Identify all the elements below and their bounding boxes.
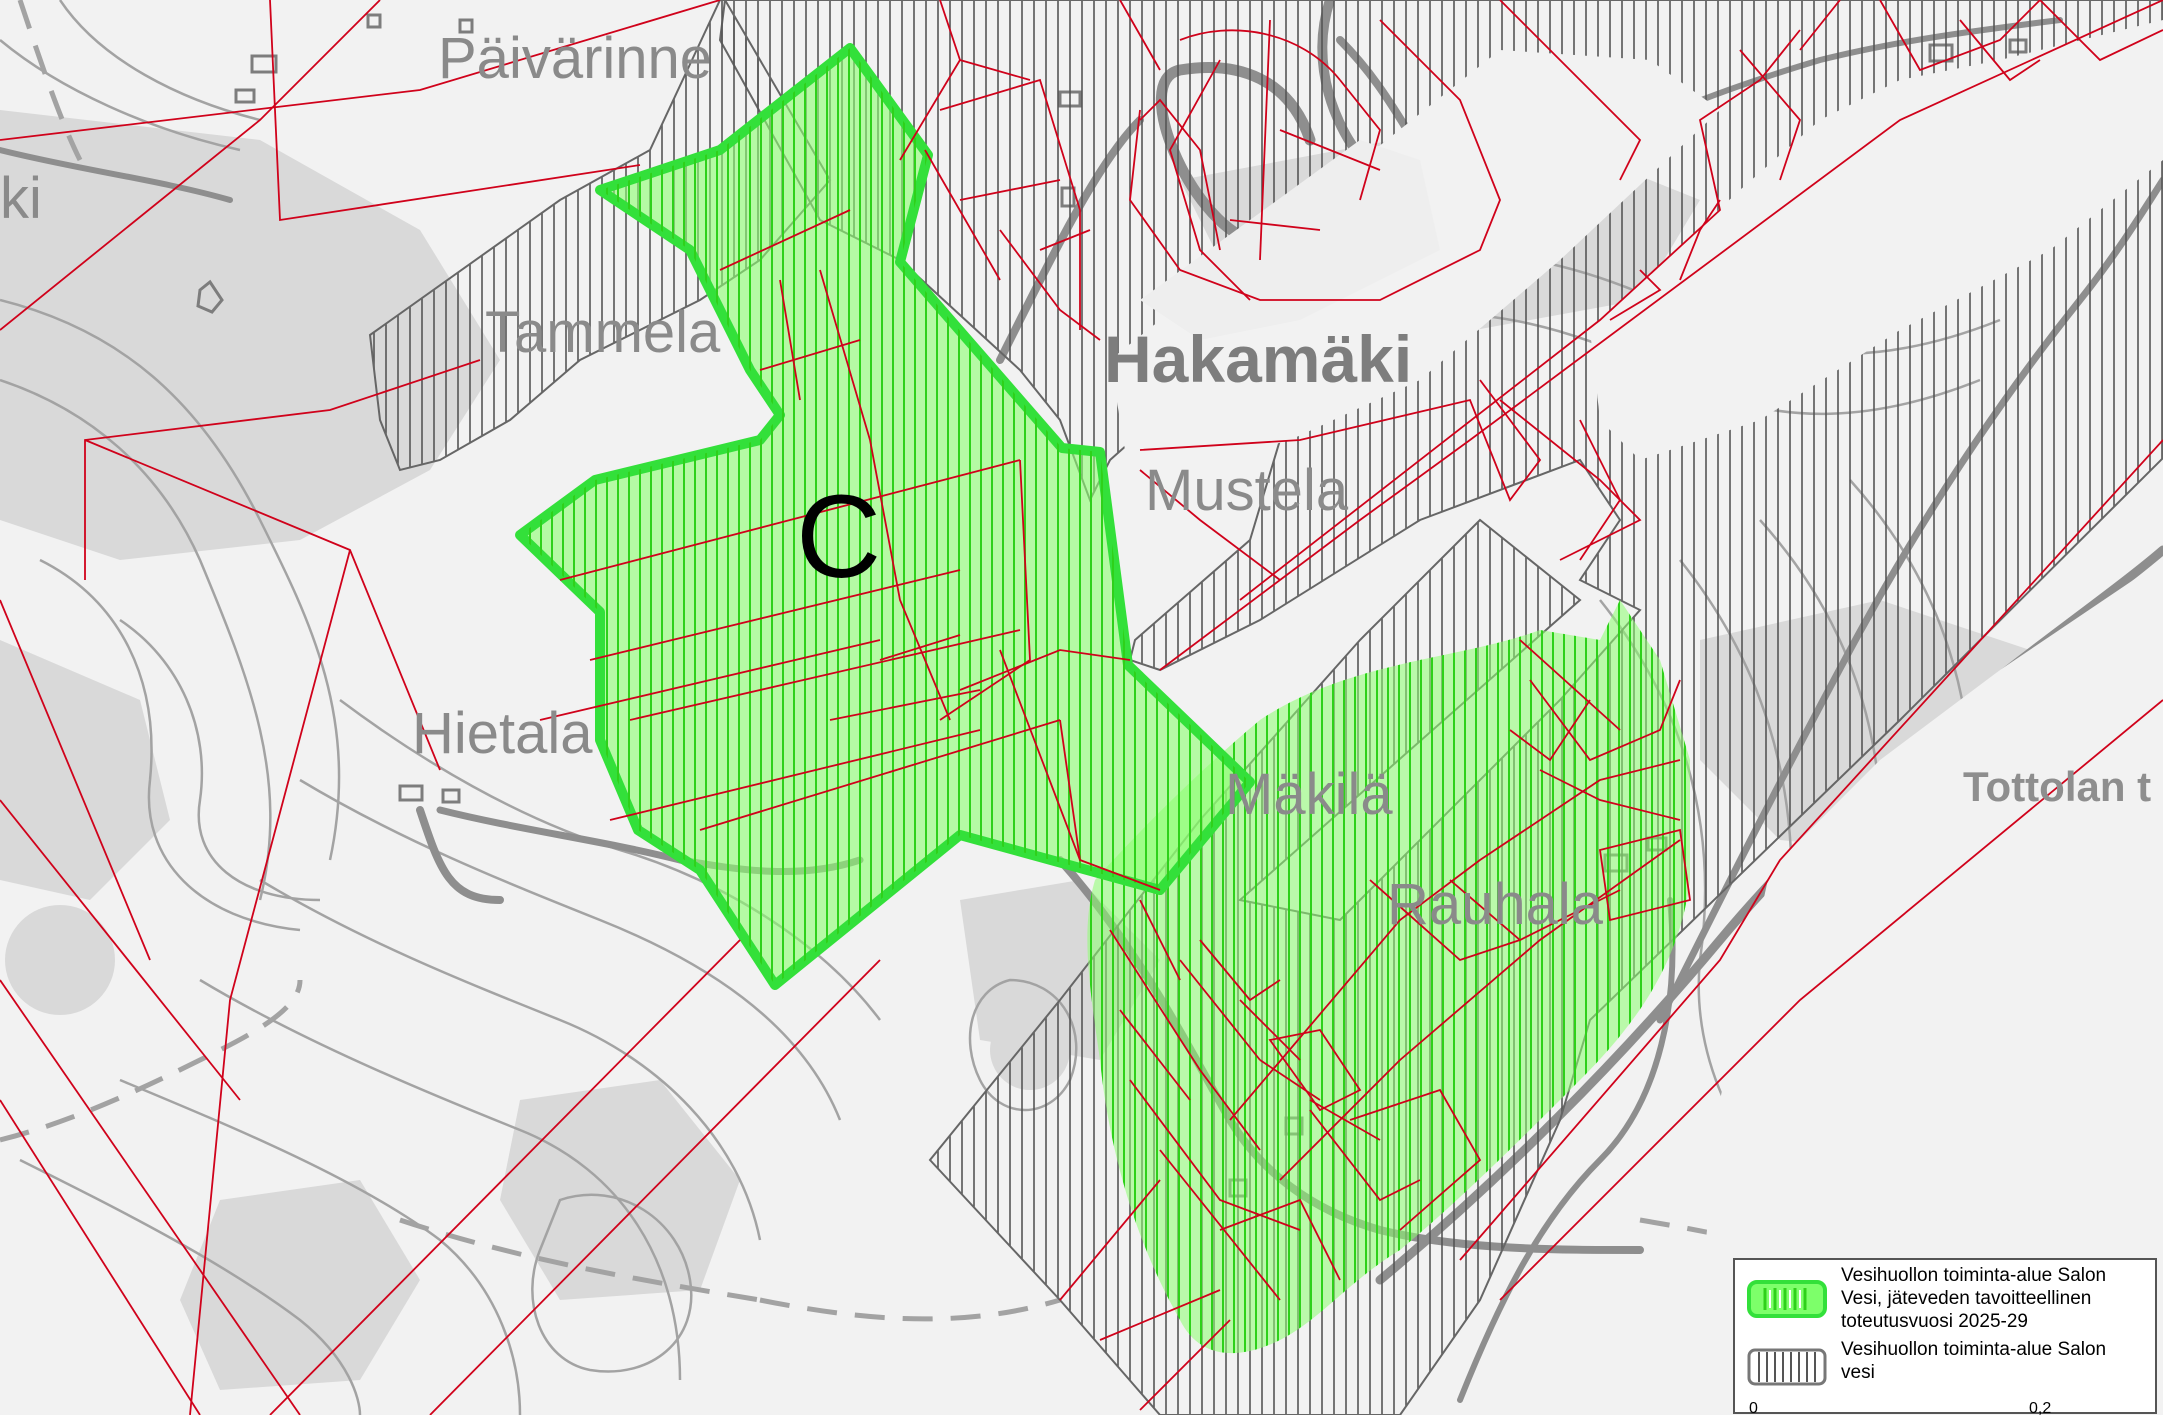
place-label-rauhala: Rauhala [1387, 872, 1604, 937]
scale-end: 0,2 [2029, 1400, 2052, 1415]
legend-line: Vesihuollon toiminta-alue Salon [1841, 1339, 2107, 1360]
legend-item-target-area: Vesihuollon toiminta-alue Salon Vesi, jä… [1743, 1265, 2151, 1333]
legend-swatch-green-hatch [1747, 1280, 1827, 1318]
place-label-mustela: Mustela [1145, 458, 1349, 523]
legend-line: toteutusvuosi 2025-29 [1841, 1311, 2028, 1332]
place-label-edge-ki: ki [0, 166, 42, 231]
legend-swatch-grey-hatch [1747, 1348, 1827, 1386]
place-label-makila: Mäkilä [1225, 762, 1393, 827]
place-label-hietala: Hietala [412, 701, 593, 766]
place-label-paivarinne: Päivärinne [438, 26, 713, 91]
scale-start: 0 [1749, 1400, 1758, 1415]
place-label-tottola: Tottolan t [1963, 763, 2152, 810]
legend-text-service-area: Vesihuollon toiminta-alue Salon vesi [1841, 1338, 2151, 1384]
service-area-gaps [1110, 20, 2163, 1415]
legend-line: Vesi, jäteveden tavoitteellinen [1841, 1288, 2092, 1309]
place-label-hakamaki: Hakamäki [1104, 322, 1413, 396]
map-legend: Vesihuollon toiminta-alue Salon Vesi, jä… [1733, 1258, 2157, 1415]
area-label-c: C [796, 471, 882, 603]
legend-item-service-area: Vesihuollon toiminta-alue Salon vesi [1743, 1339, 2151, 1390]
place-label-tammela: Tammela [485, 300, 721, 365]
legend-line: Vesihuollon toiminta-alue Salon [1841, 1265, 2107, 1286]
legend-text-target-area: Vesihuollon toiminta-alue Salon Vesi, jä… [1841, 1264, 2151, 1333]
legend-line: vesi [1841, 1362, 1875, 1383]
